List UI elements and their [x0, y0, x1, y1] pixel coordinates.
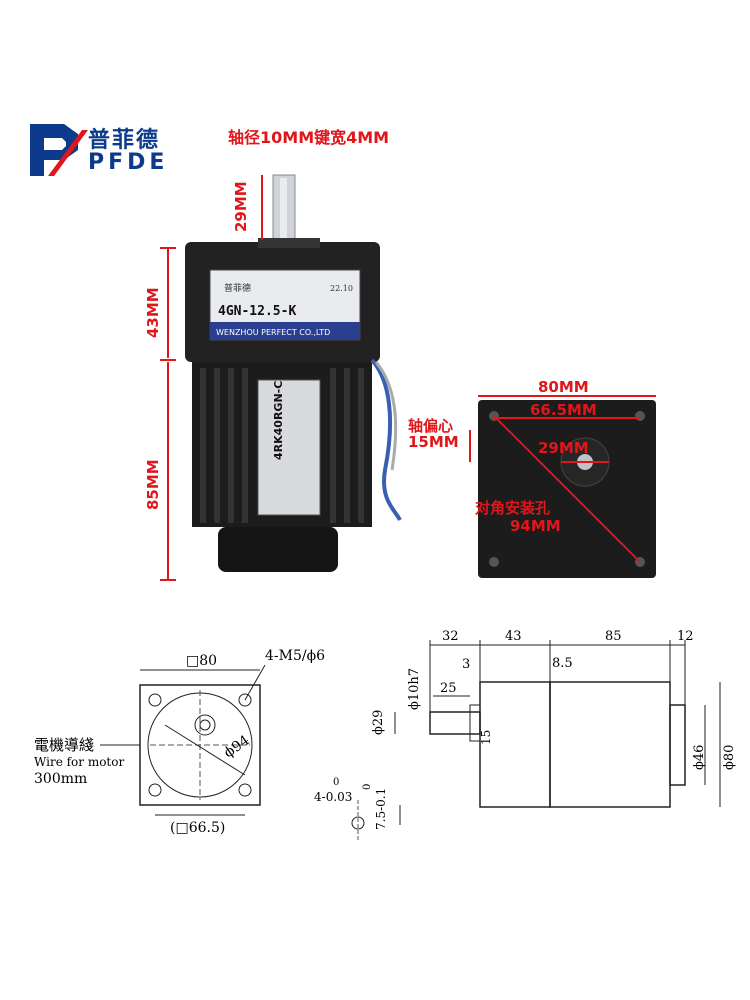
motor-label-model: 4RK40RGN-C: [272, 381, 285, 460]
side-dim-8-5: 8.5: [552, 656, 573, 671]
drawing-hole-br: [238, 783, 252, 797]
diag-value-label: 94MM: [510, 517, 561, 535]
drawing-hole-tl: [148, 693, 162, 707]
shaft-key-slot: [280, 178, 287, 238]
motor-front-photo: 普菲德 22.10 4GN-12.5-K WENZHOU PERFECT CO.…: [160, 174, 656, 581]
key-depth: 7.5-0.1: [374, 788, 388, 830]
motor-end-cap: [218, 527, 338, 572]
gearbox-boss: [258, 238, 320, 248]
side-body-dia: ϕ46: [692, 745, 707, 770]
side-dim-12: 12: [677, 629, 694, 644]
face-width-label: 80MM: [538, 378, 589, 396]
nameplate-brand: 普菲德: [224, 282, 251, 294]
offset-title-label: 轴偏心: [408, 417, 454, 435]
nameplate-model: 4GN-12.5-K: [218, 304, 296, 319]
key-depth-tol: 0: [362, 784, 373, 790]
side-endcap: [669, 704, 686, 786]
side-dim-43: 43: [505, 629, 522, 644]
side-motor: [549, 681, 671, 808]
front-hole-spacing-text: (□66.5): [170, 820, 225, 836]
key-section-icon: [351, 816, 365, 830]
motor-wires: [370, 358, 402, 522]
side-boss-dia: ϕ29: [371, 710, 386, 735]
side-dim-15: 15: [479, 730, 493, 745]
diag-title-label: 对角安装孔: [475, 499, 551, 517]
side-dim-25: 25: [440, 681, 457, 696]
front-holes-text: 4-M5/ϕ6: [265, 648, 325, 664]
mount-hole-bl: [489, 557, 499, 567]
front-diag-text: ϕ94: [221, 732, 253, 761]
logo-mark-icon: [30, 124, 88, 176]
side-dim-85: 85: [605, 629, 622, 644]
shaft-length-label: 29MM: [232, 181, 250, 232]
side-dim-32: 32: [442, 629, 459, 644]
shaft-spec-label: 轴径10MM键宽4MM: [228, 128, 390, 147]
technical-drawing: □80 4-M5/ϕ6 ϕ94 (□66.5) 電機導綫 Wire for mo…: [34, 629, 737, 840]
nameplate-maker: WENZHOU PERFECT CO.,LTD: [216, 328, 330, 337]
drawing-hole-tr: [238, 693, 252, 707]
side-boss: [469, 704, 481, 742]
cooling-fins: [200, 368, 364, 523]
nameplate-footer: [210, 322, 360, 340]
side-shaft: [429, 711, 481, 735]
wire-label-cn: 電機導綫: [34, 736, 94, 754]
gearbox-height-label: 43MM: [144, 287, 162, 338]
wire-label-en: Wire for motor: [34, 755, 124, 769]
brand-logo: [30, 120, 180, 180]
nameplate-date: 22.10: [330, 284, 353, 293]
boss-dia-label: 29MM: [538, 439, 589, 457]
side-dim-3: 3: [462, 657, 470, 672]
wire-length: 300mm: [34, 771, 87, 787]
key-width-tol: 0: [333, 777, 339, 788]
front-view-shaft: [194, 714, 216, 736]
motor-height-label: 85MM: [144, 459, 162, 510]
diagonal-hole-line: [493, 415, 641, 563]
key-width: 4-0.03: [314, 790, 352, 804]
brand-name-en: PFDE: [88, 150, 169, 175]
drawing-hole-bl: [148, 783, 162, 797]
brand-name-cn: 普菲德: [88, 128, 161, 153]
mount-hole-tr: [635, 411, 645, 421]
side-flange-dia: ϕ80: [722, 745, 737, 770]
offset-value-label: 15MM: [408, 433, 459, 451]
hole-spacing-label: 66.5MM: [530, 401, 597, 419]
side-shaft-dia: ϕ10h7: [407, 668, 422, 710]
front-square-text: □80: [186, 653, 217, 669]
motor-label: [257, 379, 321, 516]
